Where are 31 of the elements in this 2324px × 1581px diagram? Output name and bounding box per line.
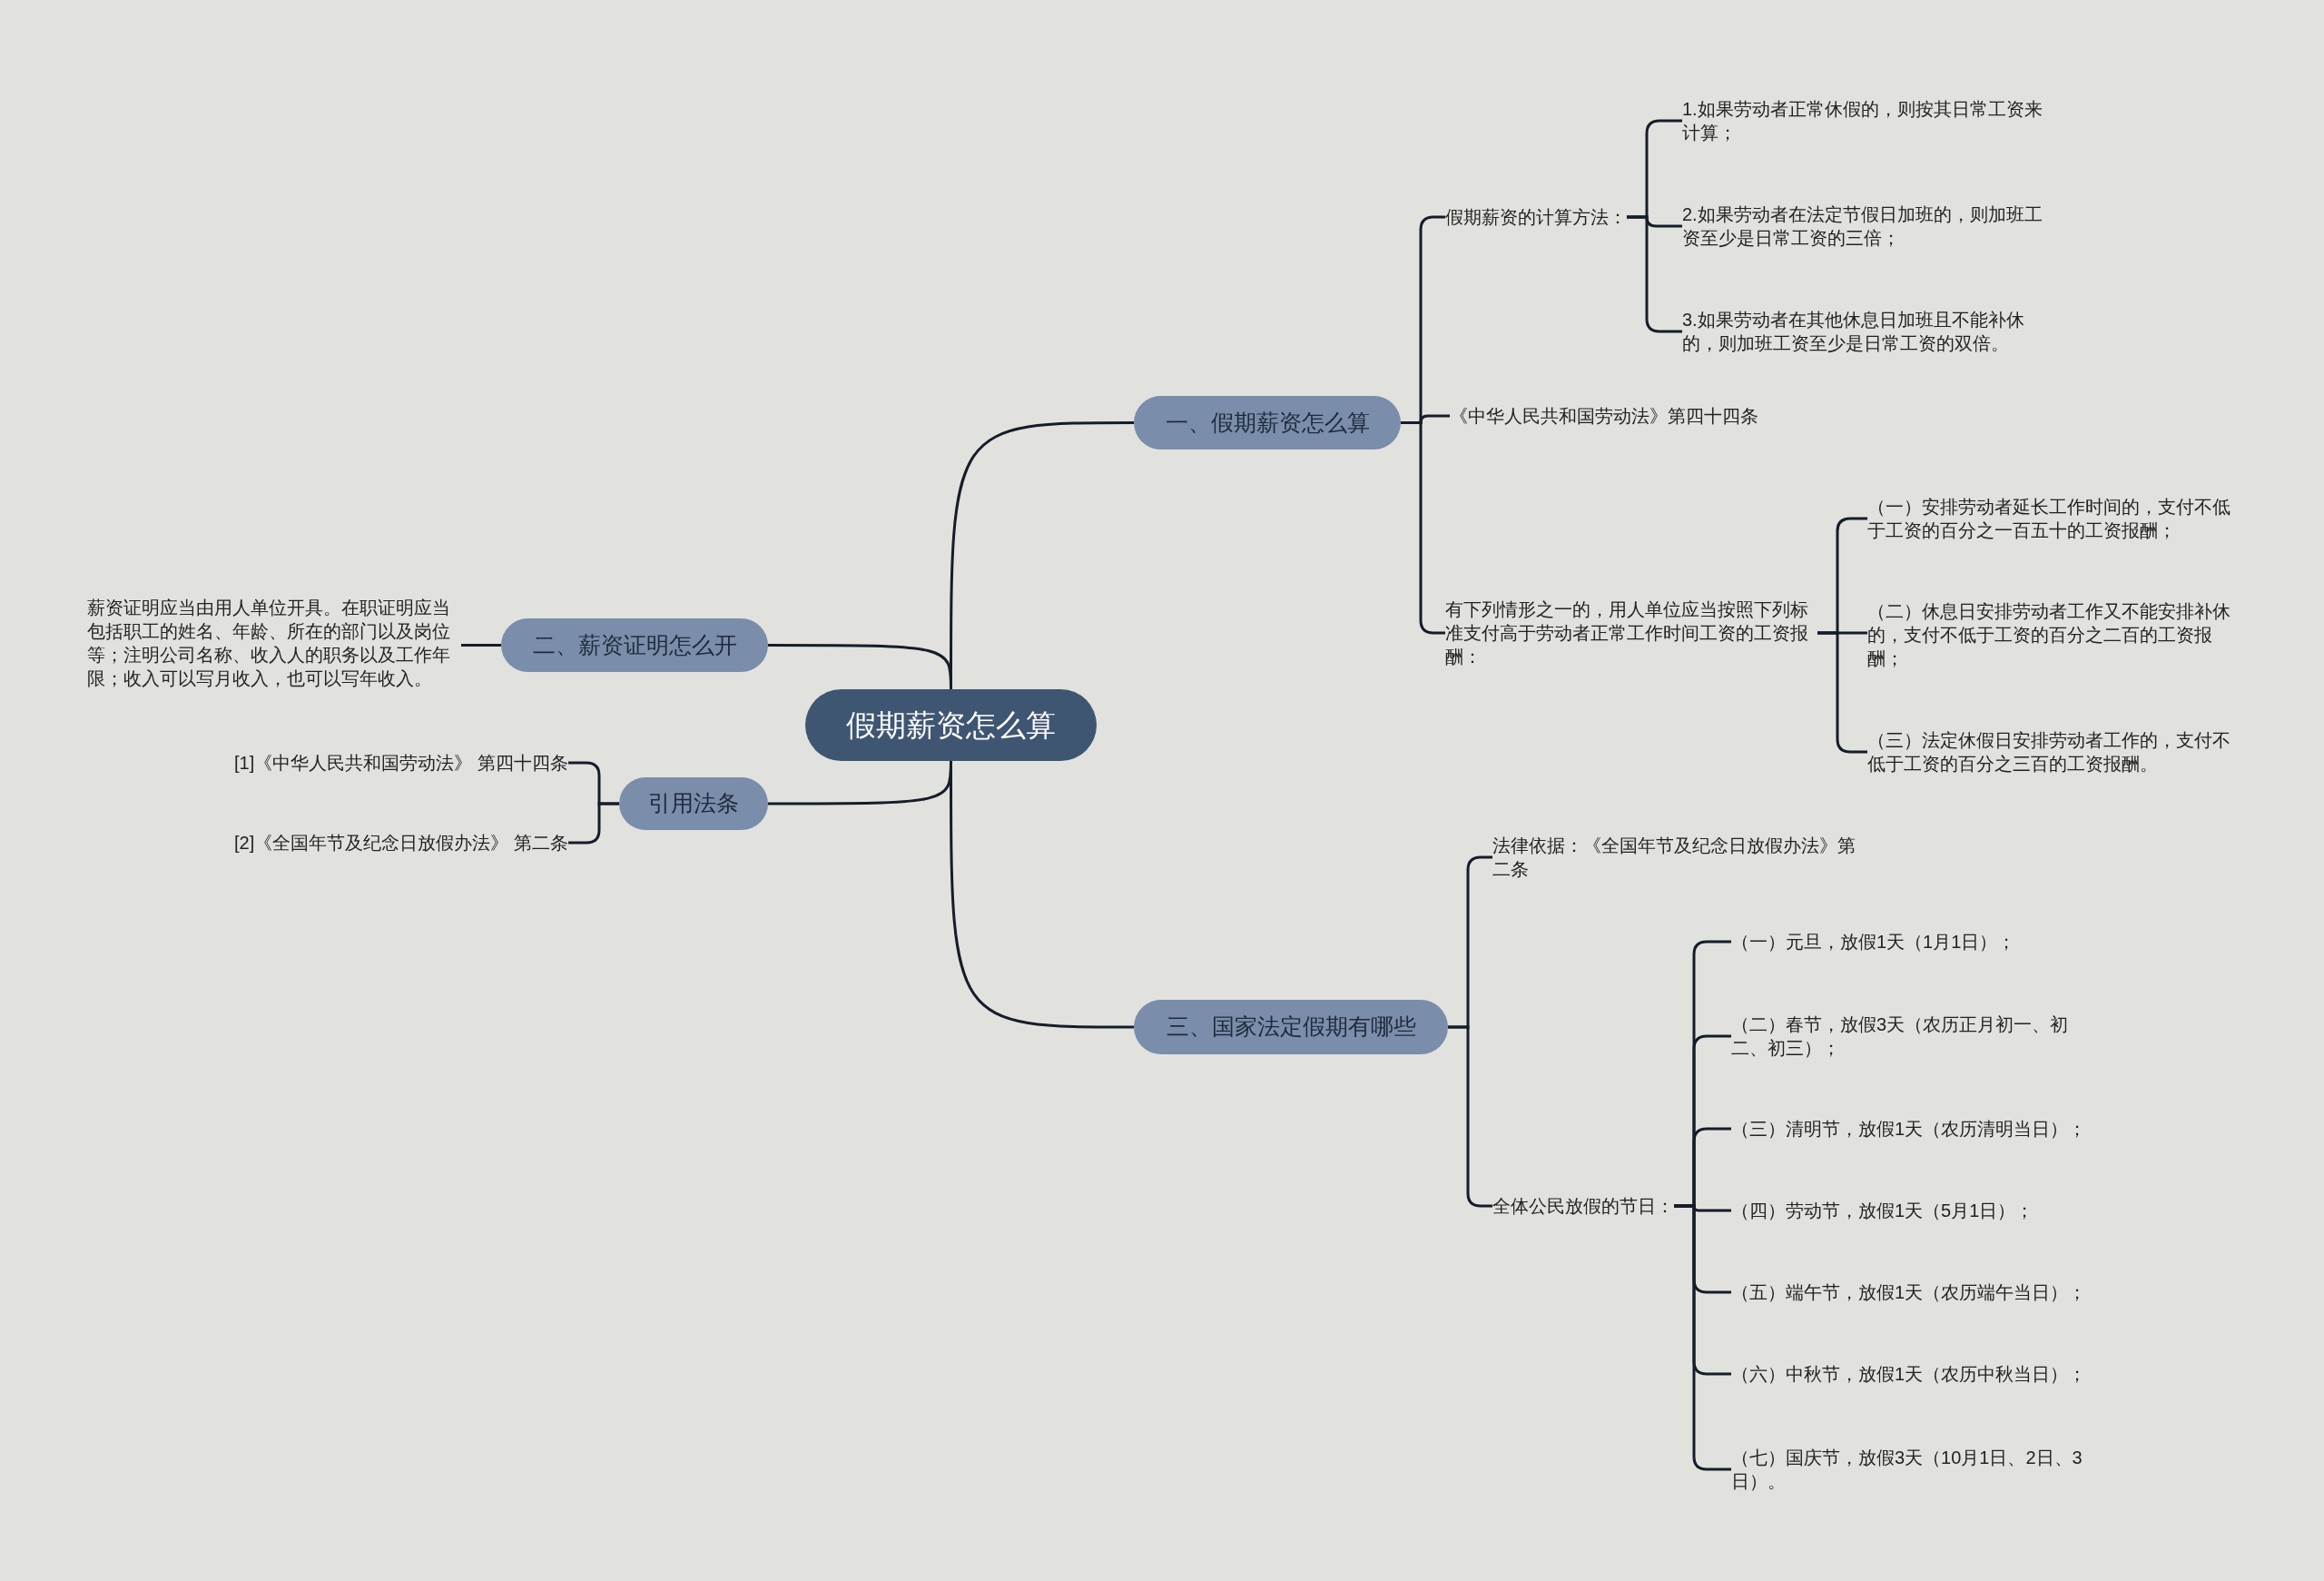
topic-text: 假期薪资的计算方法：	[1445, 205, 1627, 229]
topic-text: 全体公民放假的节日：	[1492, 1194, 1674, 1218]
topic-text: （四）劳动节，放假1天（5月1日）；	[1731, 1199, 2099, 1222]
topic-text: （二）春节，放假3天（农历正月初一、初二、初三）；	[1731, 1013, 2099, 1060]
topic-text: （二）休息日安排劳动者工作又不能安排补休的，支付不低于工资的百分之二百的工资报酬；	[1867, 599, 2244, 670]
topic-text: 3.如果劳动者在其他休息日加班且不能补休的，则加班工资至少是日常工资的双倍。	[1682, 308, 2054, 355]
branch-topic-pill: 引用法条	[619, 777, 768, 830]
topic-text: 1.如果劳动者正常休假的，则按其日常工资来计算；	[1682, 97, 2054, 144]
topic-text: （一）安排劳动者延长工作时间的，支付不低于工资的百分之一百五十的工资报酬；	[1867, 495, 2244, 542]
topic-text: （五）端午节，放假1天（农历端午当日）；	[1731, 1280, 2099, 1304]
connector-line	[461, 644, 501, 647]
topic-text: [1]《中华人民共和国劳动法》 第四十四条	[234, 751, 568, 775]
topic-text: （三）法定休假日安排劳动者工作的，支付不低于工资的百分之三百的工资报酬。	[1867, 728, 2244, 776]
branch-topic-pill: 二、薪资证明怎么开	[501, 618, 768, 672]
topic-text: （一）元旦，放假1天（1月1日）；	[1731, 930, 2099, 954]
connector-line	[768, 644, 952, 689]
branch-topic-pill: 三、国家法定假期有哪些	[1134, 1000, 1448, 1054]
connector-line	[1627, 215, 1682, 333]
topic-text: 有下列情形之一的，用人单位应当按照下列标准支付高于劳动者正常工作时间工资的工资报酬：	[1445, 598, 1817, 668]
connector-line	[568, 802, 619, 845]
topic-text: 薪资证明应当由用人单位开具。在职证明应当包括职工的姓名、年龄、所在的部门以及岗位等；注明公司名称、收入人的职务以及工作年限；收入可以写月收入，也可以写年收入。	[87, 596, 461, 690]
topic-text: （三）清明节，放假1天（农历清明当日）；	[1731, 1117, 2099, 1141]
topic-text: 法律依据：《全国年节及纪念日放假办法》第二条	[1492, 834, 1869, 881]
branch-topic-pill: 一、假期薪资怎么算	[1134, 396, 1401, 450]
topic-text: （七）国庆节，放假3天（10月1日、2日、3日）。	[1731, 1446, 2099, 1493]
central-topic-pill: 假期薪资怎么算	[805, 689, 1097, 761]
topic-text: 2.如果劳动者在法定节假日加班的，则加班工资至少是日常工资的三倍；	[1682, 203, 2054, 250]
topic-text: （六）中秋节，放假1天（农历中秋当日）；	[1731, 1362, 2099, 1386]
connector-line	[1674, 1204, 1731, 1471]
topic-text: [2]《全国年节及纪念日放假办法》 第二条	[234, 831, 568, 855]
topic-text: 《中华人民共和国劳动法》第四十四条	[1450, 404, 1758, 428]
